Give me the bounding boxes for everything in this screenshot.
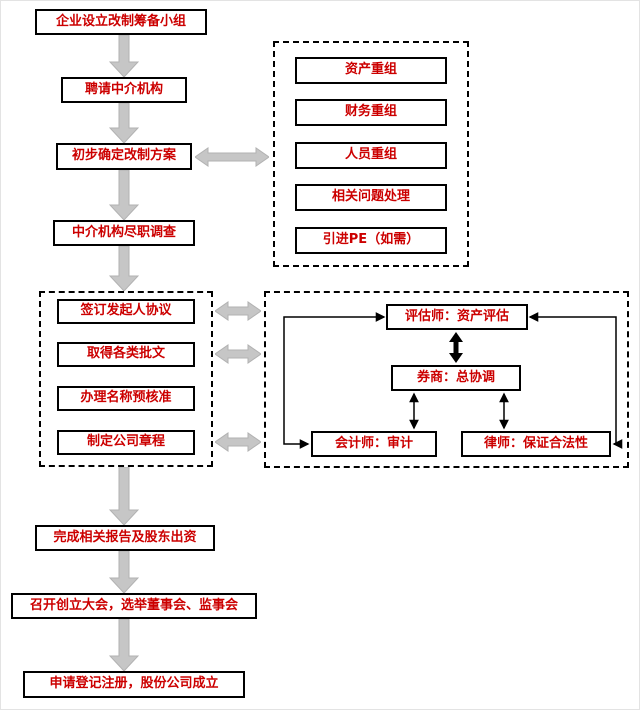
prep-item-name-preapproval: 办理名称预核准 xyxy=(57,386,195,411)
flow-arrow-down-icon xyxy=(109,467,139,525)
intermediary-appraiser: 评估师：资产评估 xyxy=(386,304,528,330)
restructure-item-pe: 引进PE（如需） xyxy=(295,227,447,254)
double-arrow-horizontal-icon xyxy=(215,432,261,452)
flow-step-founding-meeting: 召开创立大会，选举董事会、监事会 xyxy=(11,593,257,619)
double-arrow-horizontal-icon xyxy=(215,344,261,364)
intermediary-lawyer: 律师：保证合法性 xyxy=(461,431,611,457)
flow-step-restructure-plan: 初步确定改制方案 xyxy=(56,143,192,170)
restructure-item-assets: 资产重组 xyxy=(295,57,447,84)
restructure-group-container xyxy=(273,41,469,267)
intermediary-connectors xyxy=(283,312,623,449)
flow-step-due-diligence: 中介机构尽职调查 xyxy=(53,220,195,246)
flow-arrow-down-icon xyxy=(109,619,139,671)
intermediary-broker: 券商：总协调 xyxy=(391,365,521,391)
restructure-item-issues: 相关问题处理 xyxy=(295,184,447,211)
flow-arrow-down-icon xyxy=(109,35,139,77)
double-arrow-horizontal-icon xyxy=(195,147,269,167)
restructure-item-finance: 财务重组 xyxy=(295,99,447,126)
intermediary-group-container xyxy=(264,291,629,468)
intermediary-accountant: 会计师：审计 xyxy=(311,431,437,457)
flow-arrow-down-icon xyxy=(109,246,139,291)
flow-arrow-down-icon xyxy=(109,103,139,143)
double-arrow-vertical-icon xyxy=(449,332,463,363)
prep-item-approvals: 取得各类批文 xyxy=(57,342,195,367)
preparation-group-container xyxy=(39,291,213,467)
flow-step-preparation-team: 企业设立改制筹备小组 xyxy=(35,9,207,35)
flow-arrow-down-icon xyxy=(109,170,139,220)
double-arrow-horizontal-icon xyxy=(215,301,261,321)
flow-step-registration: 申请登记注册，股份公司成立 xyxy=(23,671,245,698)
flow-step-hire-intermediary: 聘请中介机构 xyxy=(61,77,187,103)
prep-item-promoter-agreement: 签订发起人协议 xyxy=(57,299,195,324)
flow-step-reports-capital: 完成相关报告及股东出资 xyxy=(35,525,215,551)
restructure-item-personnel: 人员重组 xyxy=(295,142,447,169)
flow-arrow-down-icon xyxy=(109,551,139,593)
prep-item-articles: 制定公司章程 xyxy=(57,430,195,455)
